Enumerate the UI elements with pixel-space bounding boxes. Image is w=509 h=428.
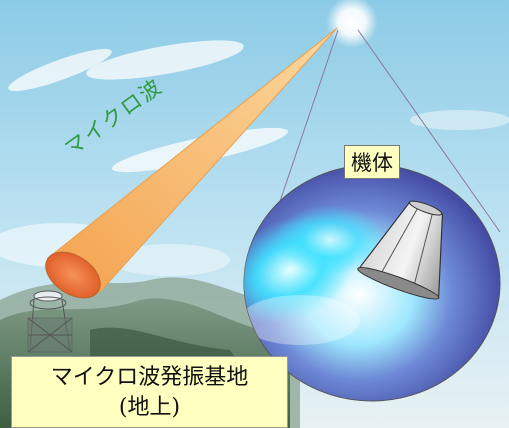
ground-station-label-line1: マイクロ波発振基地 (50, 365, 249, 390)
ground-station (27, 290, 73, 353)
beam-aperture (45, 251, 101, 299)
sun (326, 0, 378, 48)
spacecraft-capsule (357, 200, 444, 300)
ground-station-label: マイクロ波発振基地 (地上) (11, 356, 288, 428)
craft-label: 機体 (344, 145, 400, 179)
ground-station-label-line2: (地上) (118, 395, 181, 420)
